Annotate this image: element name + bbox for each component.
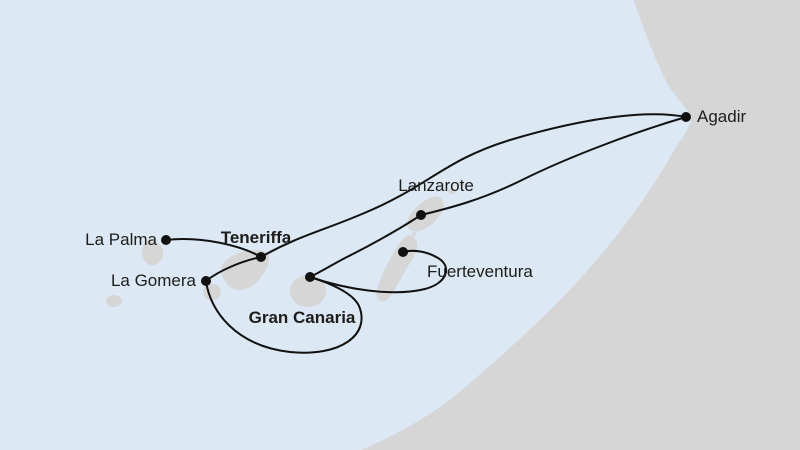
route-leg-lanzarote-grancanaria [309,214,422,278]
port-label-teneriffa: Teneriffa [220,228,292,247]
port-dot-la-gomera [201,276,211,286]
route-leg-agadir-lanzarote [420,116,687,216]
port-label-la-palma: La Palma [85,230,157,249]
islet-lobos [411,232,417,236]
port-dots [161,112,691,286]
route-leg-lapalma-teneriffa [165,238,262,258]
island-la-gomera [203,284,221,300]
port-dot-teneriffa [256,252,266,262]
port-dot-agadir [681,112,691,122]
port-dot-gran-canaria [305,272,315,282]
port-label-fuerteventura: Fuerteventura [427,262,533,281]
islet-la-graciosa [448,188,456,194]
port-label-gran-canaria: Gran Canaria [248,308,356,327]
port-dot-fuerteventura [398,247,408,257]
africa-landmass [360,0,800,450]
port-label-agadir: Agadir [697,107,747,126]
port-dot-lanzarote [416,210,426,220]
island-la-palma [142,240,164,266]
island-el-hierro [106,295,122,307]
port-dot-la-palma [161,235,171,245]
route-leg-grancanaria-fuerteventura [309,249,448,294]
route-leg-teneriffa-agadir [260,113,687,258]
port-label-la-gomera: La Gomera [110,271,196,290]
island-gran-canaria [290,275,326,307]
route-leg-grancanaria-lagomera [205,276,363,354]
islet-alegranza [458,181,464,187]
port-label-lanzarote: Lanzarote [398,176,474,195]
